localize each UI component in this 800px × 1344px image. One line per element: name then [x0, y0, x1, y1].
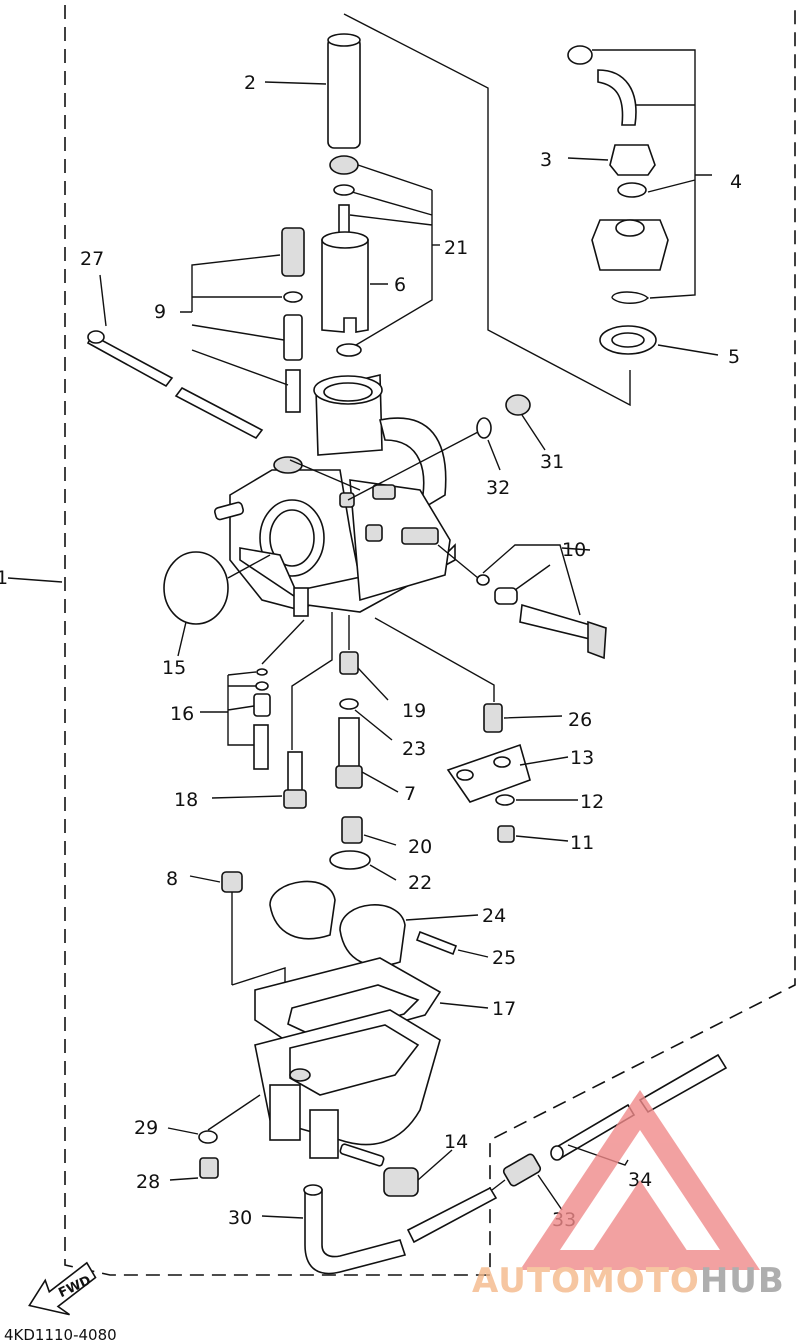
part-28-drain-plug — [169, 1157, 219, 1181]
leader-2-5-bracket — [343, 13, 631, 407]
part-21-needle-set — [329, 155, 440, 346]
callout-12: 12 — [580, 791, 604, 813]
part-17-float-chamber-gasket — [254, 957, 489, 1051]
part-33-fitting — [491, 1153, 563, 1211]
callout-15: 15 — [162, 657, 186, 679]
part-26-starter-plunger — [374, 617, 563, 733]
callout-13: 13 — [570, 747, 594, 769]
callout-2: 2 — [244, 72, 256, 94]
watermark-part-hub: HUB — [700, 1261, 785, 1301]
callout-27: 27 — [80, 248, 104, 270]
watermark-part-auto: AUTOMOTO — [472, 1261, 700, 1301]
callout-9: 9 — [154, 301, 166, 323]
part-32-washer — [347, 417, 501, 501]
callout-18: 18 — [174, 789, 198, 811]
callout-1: 1 — [0, 567, 8, 589]
part-30-drain-hose — [261, 1184, 498, 1275]
part-31-screw — [505, 394, 546, 451]
watermark-logo-icon: AUTOMOTOHUB — [472, 1090, 785, 1301]
callout-23: 23 — [402, 738, 426, 760]
part-9-screw-set — [180, 227, 305, 413]
callout-29: 29 — [134, 1117, 158, 1139]
part-19-needle-jet-holder — [339, 615, 389, 701]
part-3-cap — [567, 144, 656, 176]
float-bowl — [254, 1009, 441, 1159]
part-22-washer — [329, 850, 397, 881]
part-10-throttle-stop-screw — [437, 544, 607, 660]
callout-14: 14 — [444, 1131, 468, 1153]
assembly-boundary — [64, 5, 796, 1276]
part-24-float — [269, 880, 479, 967]
callout-16: 16 — [170, 703, 194, 725]
callout-30: 30 — [228, 1207, 252, 1229]
fwd-arrow-icon: FWD — [28, 1261, 97, 1316]
part-29-o-ring — [167, 1094, 261, 1144]
callout-19: 19 — [402, 700, 426, 722]
part-25-float-pin — [415, 930, 489, 958]
callout-21: 21 — [444, 237, 468, 259]
callout-24: 24 — [482, 905, 506, 927]
callout-26: 26 — [568, 709, 592, 731]
part-4-cap-assembly — [567, 45, 712, 304]
callout-17: 17 — [492, 998, 516, 1020]
part-23-o-ring — [339, 698, 393, 741]
part-11-screw — [497, 825, 569, 843]
carburetor-body — [214, 373, 456, 617]
leader-1 — [7, 577, 63, 583]
part-14-drain-screw — [339, 1143, 453, 1197]
callout-6: 6 — [394, 274, 406, 296]
part-12-washer — [495, 794, 578, 806]
callout-5: 5 — [728, 346, 740, 368]
watermark-text: AUTOMOTOHUB — [472, 1261, 785, 1301]
callout-3: 3 — [540, 149, 552, 171]
part-20-jet — [341, 816, 397, 846]
callout-7: 7 — [404, 783, 416, 805]
part-15-gasket — [163, 551, 271, 657]
part-7-needle-jet — [335, 717, 399, 793]
part-16-pilot-screw-set — [200, 619, 305, 770]
part-27-vent-hose — [86, 274, 264, 440]
callout-20: 20 — [408, 836, 432, 858]
callout-labels: 1 2 3 4 5 6 7 8 9 10 11 12 13 14 15 16 1… — [0, 72, 742, 1231]
callout-11: 11 — [570, 832, 594, 854]
part-13-cover-gasket — [446, 743, 569, 803]
callout-8: 8 — [166, 868, 178, 890]
callout-25: 25 — [492, 947, 516, 969]
callout-22: 22 — [408, 872, 432, 894]
callout-4: 4 — [730, 171, 742, 193]
callout-32: 32 — [486, 477, 510, 499]
part-2-cap-boot — [264, 33, 361, 149]
callout-31: 31 — [540, 451, 564, 473]
part-18-jet — [211, 612, 333, 809]
callout-28: 28 — [136, 1171, 160, 1193]
callout-10: 10 — [562, 539, 586, 561]
part-6-throttle-valve — [321, 231, 388, 357]
callout-34: 34 — [628, 1169, 652, 1191]
part-5-gasket — [599, 325, 719, 356]
part-code: 4KD1110-4080 — [4, 1326, 117, 1344]
